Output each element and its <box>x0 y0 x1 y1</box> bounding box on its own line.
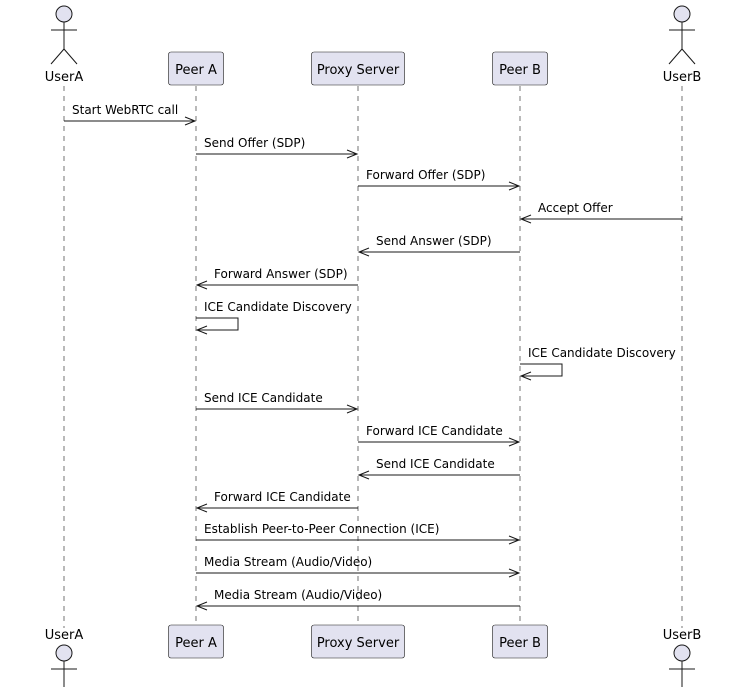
arrowhead-icon <box>508 568 521 578</box>
message-label: Establish Peer-to-Peer Connection (ICE) <box>204 522 439 536</box>
arrowhead-icon <box>508 437 521 447</box>
participant-box-peerb <box>492 51 548 86</box>
message-2: Send Offer (SDP) <box>196 136 359 159</box>
actor-body-icon <box>51 661 77 687</box>
message-label: Forward Answer (SDP) <box>214 267 348 281</box>
message-3: Forward Offer (SDP) <box>358 168 521 191</box>
participant-userb-bottom: UserB <box>663 628 702 687</box>
message-label: Send Offer (SDP) <box>204 136 305 150</box>
message-14: Media Stream (Audio/Video) <box>196 555 521 578</box>
participants-top: UserA Peer A Proxy Server Peer B UserB <box>45 5 702 86</box>
actor-label-userb: UserB <box>663 70 702 85</box>
message-line <box>520 363 563 377</box>
arrowhead-icon <box>195 503 208 513</box>
message-1: Start WebRTC call <box>64 103 197 126</box>
participant-label-peerb: Peer B <box>499 63 541 78</box>
message-10: Forward ICE Candidate <box>358 424 521 447</box>
actor-head-icon <box>673 644 691 662</box>
message-13: Establish Peer-to-Peer Connection (ICE) <box>196 522 521 545</box>
arrowhead-icon <box>195 325 208 335</box>
participant-label-peera: Peer A <box>175 63 217 78</box>
arrowhead-icon <box>195 601 208 611</box>
message-label: Start WebRTC call <box>72 103 178 117</box>
message-label: Forward Offer (SDP) <box>366 168 485 182</box>
participant-label-peerb: Peer B <box>499 636 541 651</box>
actor-body-icon <box>50 22 78 65</box>
actor-head-icon <box>55 644 73 662</box>
actor-body-icon <box>669 661 695 687</box>
participant-usera-bottom: UserA <box>45 628 84 687</box>
message-label: Accept Offer <box>538 201 613 215</box>
participant-peera-top: Peer A <box>168 51 224 86</box>
lifelines <box>63 86 683 628</box>
arrowhead-icon <box>346 404 359 414</box>
message-12: Forward ICE Candidate <box>195 490 358 513</box>
message-label: ICE Candidate Discovery <box>204 300 352 314</box>
message-6: Forward Answer (SDP) <box>195 267 358 290</box>
participant-peerb-bottom: Peer B <box>492 624 548 659</box>
message-label: ICE Candidate Discovery <box>528 346 676 360</box>
participant-userb-top: UserB <box>663 5 702 85</box>
actor-body-icon <box>668 22 696 65</box>
participant-box-proxy <box>311 624 405 659</box>
arrowhead-icon <box>184 116 197 126</box>
arrowhead-icon <box>357 470 370 480</box>
participant-label-proxy: Proxy Server <box>317 636 400 651</box>
message-line <box>196 317 239 331</box>
arrowhead-icon <box>519 371 532 381</box>
message-11: Send ICE Candidate <box>357 457 520 480</box>
message-5: Send Answer (SDP) <box>357 234 520 257</box>
arrowhead-icon <box>346 149 359 159</box>
message-label: Forward ICE Candidate <box>214 490 351 504</box>
message-label: Send Answer (SDP) <box>376 234 492 248</box>
participant-label-proxy: Proxy Server <box>317 63 400 78</box>
actor-label-usera: UserA <box>45 70 84 85</box>
message-7: ICE Candidate Discovery <box>195 300 352 335</box>
participant-box-peera <box>168 51 224 86</box>
actor-label-usera: UserA <box>45 628 84 643</box>
message-4: Accept Offer <box>519 201 682 224</box>
message-label: Media Stream (Audio/Video) <box>214 588 382 602</box>
participant-peera-bottom: Peer A <box>168 624 224 659</box>
actor-head-icon <box>55 5 73 23</box>
participant-box-peera <box>168 624 224 659</box>
message-label: Send ICE Candidate <box>376 457 495 471</box>
actor-head-icon <box>673 5 691 23</box>
message-label: Media Stream (Audio/Video) <box>204 555 372 569</box>
participant-proxy-bottom: Proxy Server <box>311 624 405 659</box>
arrowhead-icon <box>519 214 532 224</box>
participant-box-proxy <box>311 51 405 86</box>
arrowhead-icon <box>357 247 370 257</box>
arrowhead-icon <box>195 280 208 290</box>
message-9: Send ICE Candidate <box>196 391 359 414</box>
participant-label-peera: Peer A <box>175 636 217 651</box>
participant-proxy-top: Proxy Server <box>311 51 405 86</box>
arrowhead-icon <box>508 181 521 191</box>
participant-peerb-top: Peer B <box>492 51 548 86</box>
participants-bottom: UserA Peer A Proxy Server Peer B UserB <box>45 624 702 687</box>
message-15: Media Stream (Audio/Video) <box>195 588 520 611</box>
arrowhead-icon <box>508 535 521 545</box>
participant-box-peerb <box>492 624 548 659</box>
participant-usera-top: UserA <box>45 5 84 85</box>
message-label: Forward ICE Candidate <box>366 424 503 438</box>
message-8: ICE Candidate Discovery <box>519 346 676 381</box>
actor-label-userb: UserB <box>663 628 702 643</box>
message-label: Send ICE Candidate <box>204 391 323 405</box>
